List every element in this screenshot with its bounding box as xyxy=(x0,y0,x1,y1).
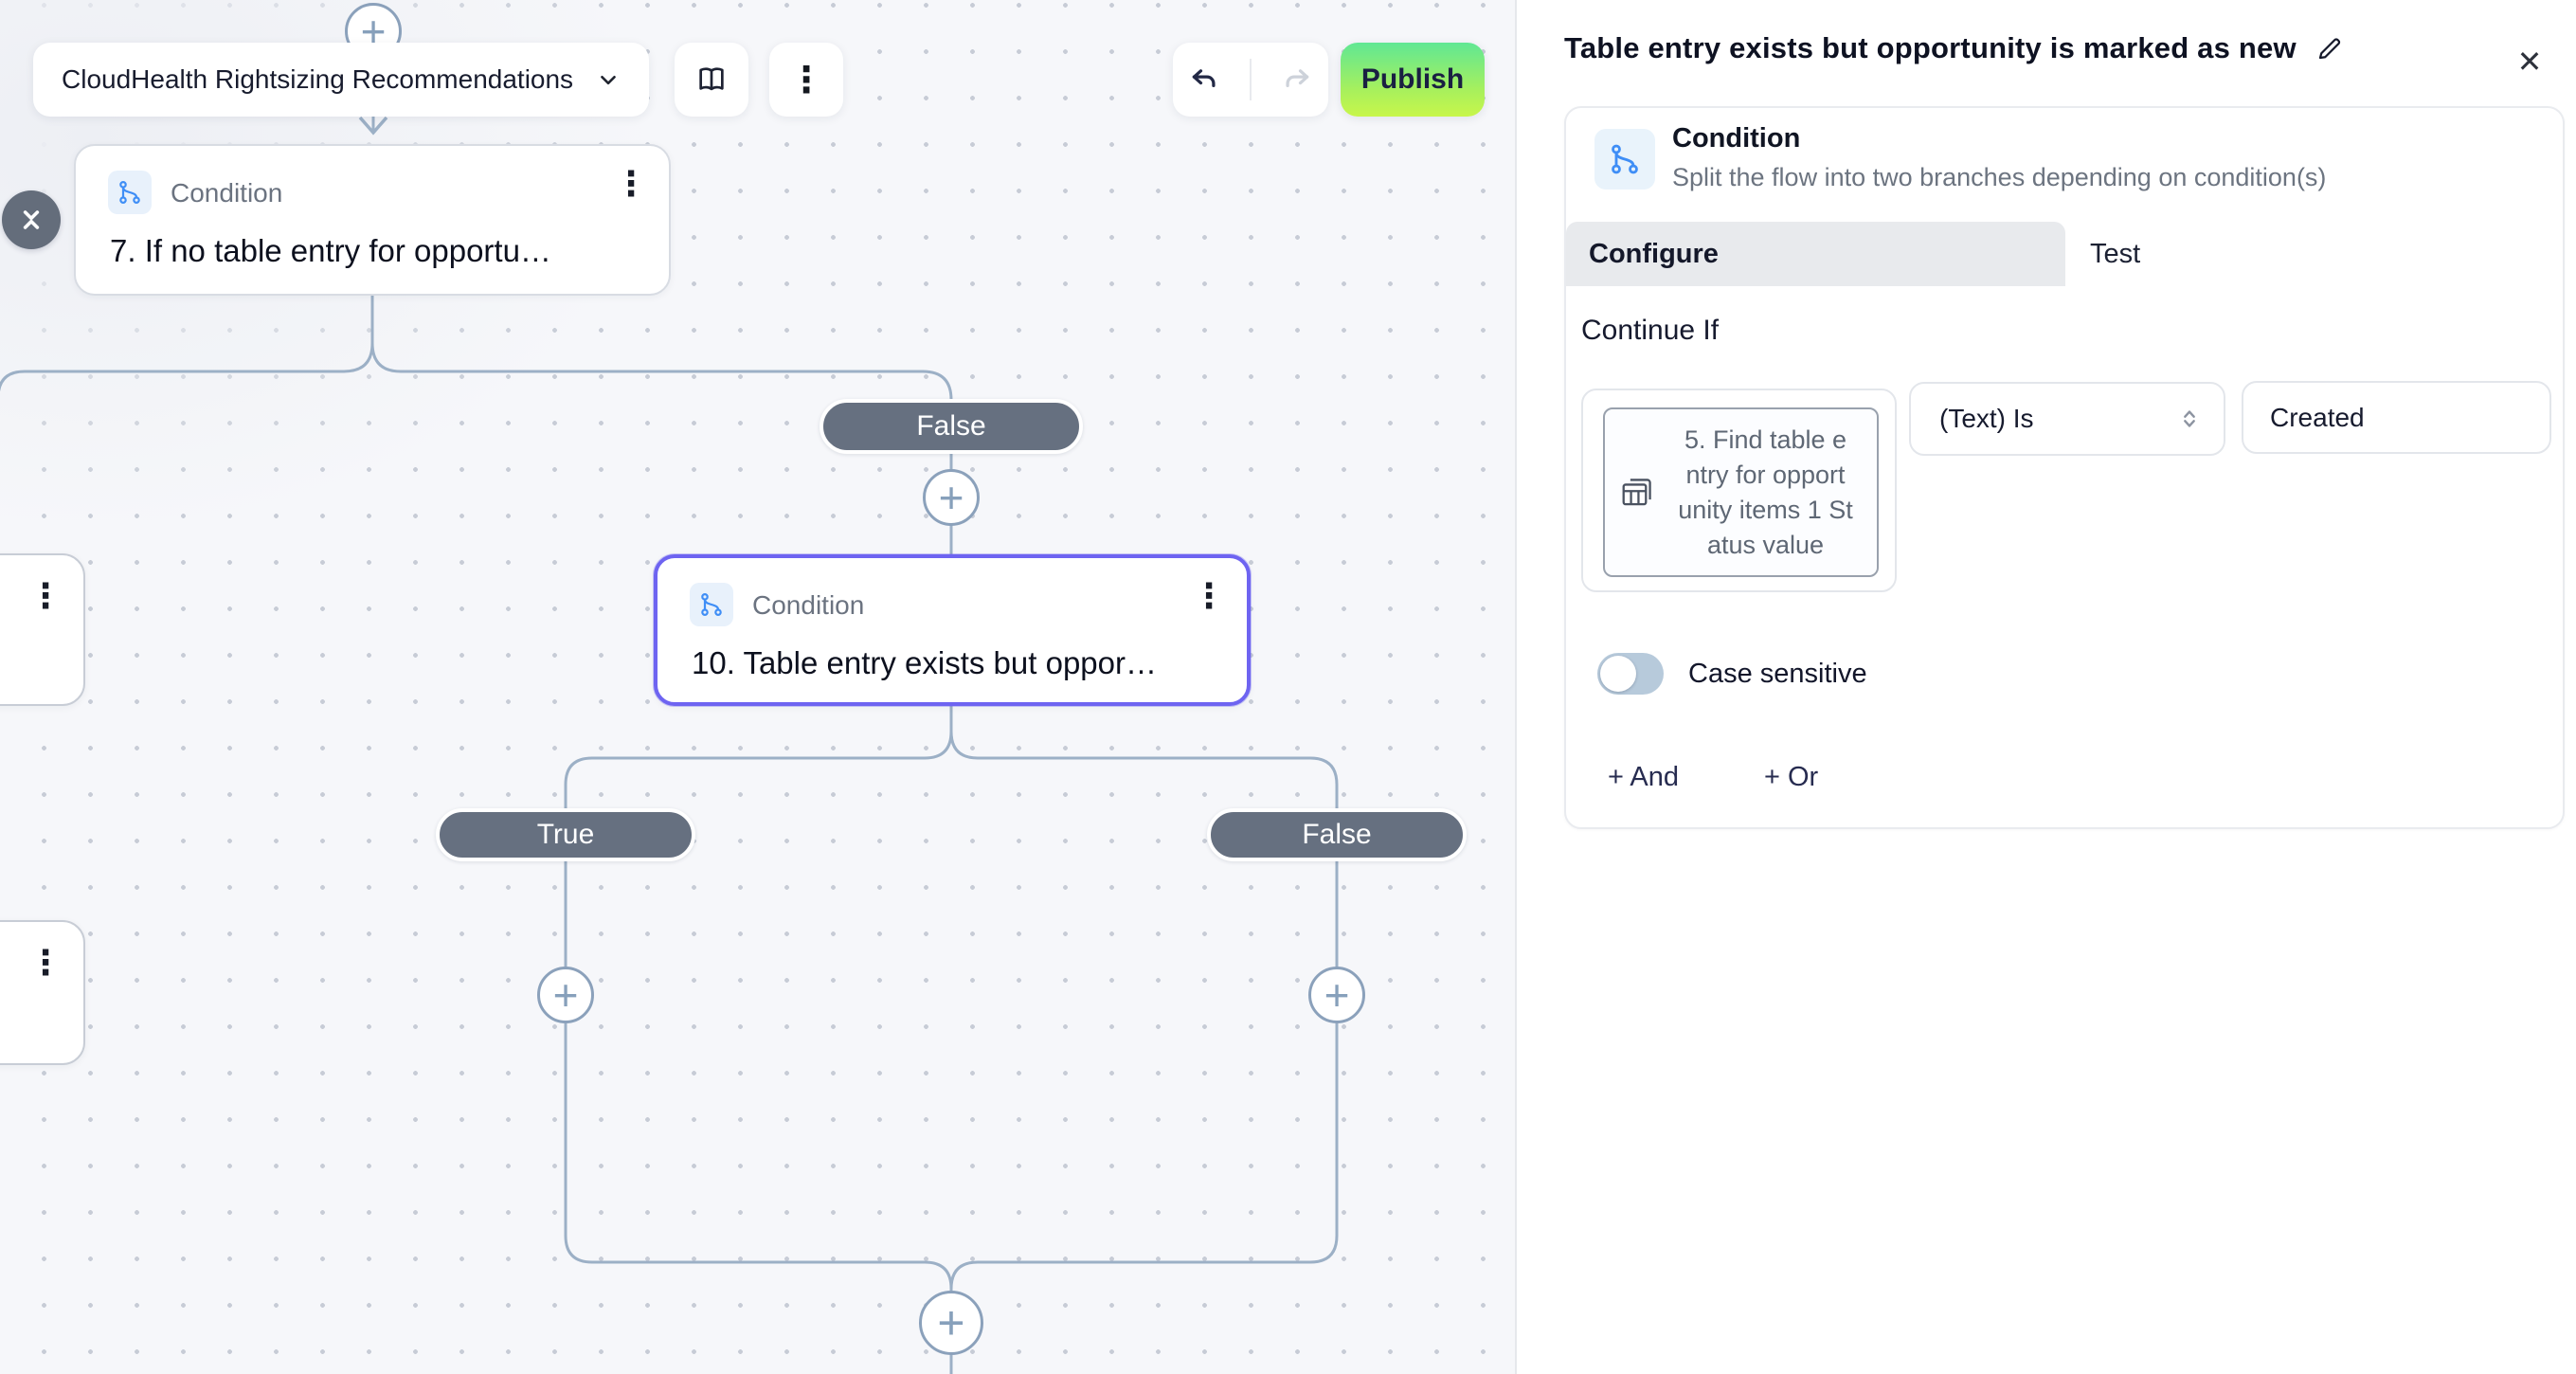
case-sensitive-label: Case sensitive xyxy=(1688,658,1867,689)
branch-pill-false-top: False xyxy=(820,399,1083,454)
node-menu-button[interactable]: ⋮ xyxy=(28,576,63,615)
node-type-label: Condition xyxy=(752,590,865,620)
flow-name: CloudHealth Rightsizing Recommendations xyxy=(62,64,574,94)
panel-title-row: Table entry exists but opportunity is ma… xyxy=(1564,31,2344,65)
redo-button[interactable] xyxy=(1281,63,1313,96)
publish-button[interactable]: Publish xyxy=(1341,43,1485,117)
block-header: Condition Split the flow into two branch… xyxy=(1566,108,2563,222)
tab-configure[interactable]: Configure xyxy=(1566,222,2065,286)
plus-icon: + xyxy=(938,473,964,522)
branch-pill-true: True xyxy=(436,808,695,861)
close-panel-button[interactable]: ✕ xyxy=(2516,45,2543,79)
node-menu-button[interactable]: ⋮ xyxy=(1192,576,1226,615)
publish-label: Publish xyxy=(1360,63,1465,95)
offscreen-node-card-1[interactable]: ⋮ xyxy=(0,553,85,706)
node-condition-7[interactable]: Condition ⋮ 7. If no table entry for opp… xyxy=(74,144,671,296)
offscreen-node-card-2[interactable]: ⋮ xyxy=(0,920,85,1065)
toolbar-divider xyxy=(1249,59,1252,100)
step-config-panel: Table entry exists but opportunity is ma… xyxy=(1515,0,2576,1374)
tab-test[interactable]: Test xyxy=(2065,222,2563,286)
case-sensitive-row: Case sensitive xyxy=(1597,653,1867,695)
collapse-branch-button[interactable] xyxy=(2,190,61,249)
plus-icon: + xyxy=(552,970,579,1020)
block-name: Condition xyxy=(1672,123,1801,154)
add-step-button-mid[interactable]: + xyxy=(923,469,980,526)
condition-branch-icon xyxy=(1594,129,1655,190)
flow-canvas[interactable]: + Condition ⋮ 7. If no table entry for o… xyxy=(0,0,1515,1374)
node-type-label: Condition xyxy=(171,178,283,208)
tabs-row: Configure Test xyxy=(1566,222,2563,286)
condition-branch-icon xyxy=(690,583,733,626)
node-condition-10-selected[interactable]: Condition ⋮ 10. Table entry exists but o… xyxy=(654,554,1251,706)
operator-select[interactable]: (Text) Is xyxy=(1909,382,2225,456)
add-step-button-false-branch[interactable]: + xyxy=(1308,967,1365,1023)
section-heading: Continue If xyxy=(1581,315,1720,346)
add-step-button-merge[interactable]: + xyxy=(919,1291,983,1355)
condition-branch-icon xyxy=(108,171,152,214)
case-sensitive-toggle[interactable] xyxy=(1597,653,1664,695)
table-icon xyxy=(1622,478,1651,505)
variable-chip[interactable]: 5. Find table e ntry for opport unity it… xyxy=(1603,407,1879,577)
canvas-menu-button[interactable]: ⋮ xyxy=(769,43,843,117)
book-icon xyxy=(699,67,724,91)
docs-button[interactable] xyxy=(675,43,748,117)
add-and-button[interactable]: + And xyxy=(1608,762,1679,792)
kebab-icon: ⋮ xyxy=(788,60,824,100)
connector-lines xyxy=(0,57,1339,1374)
plus-icon: + xyxy=(937,1296,965,1349)
node-menu-button[interactable]: ⋮ xyxy=(28,943,63,982)
add-step-button-true-branch[interactable]: + xyxy=(537,967,594,1023)
config-card: Condition Split the flow into two branch… xyxy=(1564,106,2565,829)
node-title: 10. Table entry exists but oppor… xyxy=(692,645,1158,680)
node-menu-button[interactable]: ⋮ xyxy=(614,164,648,203)
flow-name-dropdown[interactable]: CloudHealth Rightsizing Recommendations xyxy=(33,43,649,117)
variable-chip-text: 5. Find table e ntry for opport unity it… xyxy=(1678,425,1853,559)
panel-title: Table entry exists but opportunity is ma… xyxy=(1564,31,2297,64)
block-description: Split the flow into two branches dependi… xyxy=(1672,163,2327,191)
operator-value: (Text) Is xyxy=(1939,404,2034,433)
undo-redo-group xyxy=(1173,43,1328,117)
add-or-button[interactable]: + Or xyxy=(1764,762,1819,792)
condition-value-input[interactable] xyxy=(2242,381,2551,454)
branch-pill-false-bottom: False xyxy=(1207,808,1467,861)
toggle-knob xyxy=(1600,656,1636,692)
undo-button[interactable] xyxy=(1188,63,1220,96)
chevron-down-icon xyxy=(601,75,616,85)
plus-icon: + xyxy=(1324,970,1350,1020)
collapse-icon xyxy=(23,210,40,229)
node-title: 7. If no table entry for opportu… xyxy=(110,233,551,268)
condition-left-operand[interactable]: 5. Find table e ntry for opport unity it… xyxy=(1581,389,1897,592)
add-condition-row: + And + Or xyxy=(1608,762,1818,793)
select-chevrons-icon xyxy=(2184,410,2195,427)
edit-pencil-icon[interactable] xyxy=(2315,34,2344,63)
